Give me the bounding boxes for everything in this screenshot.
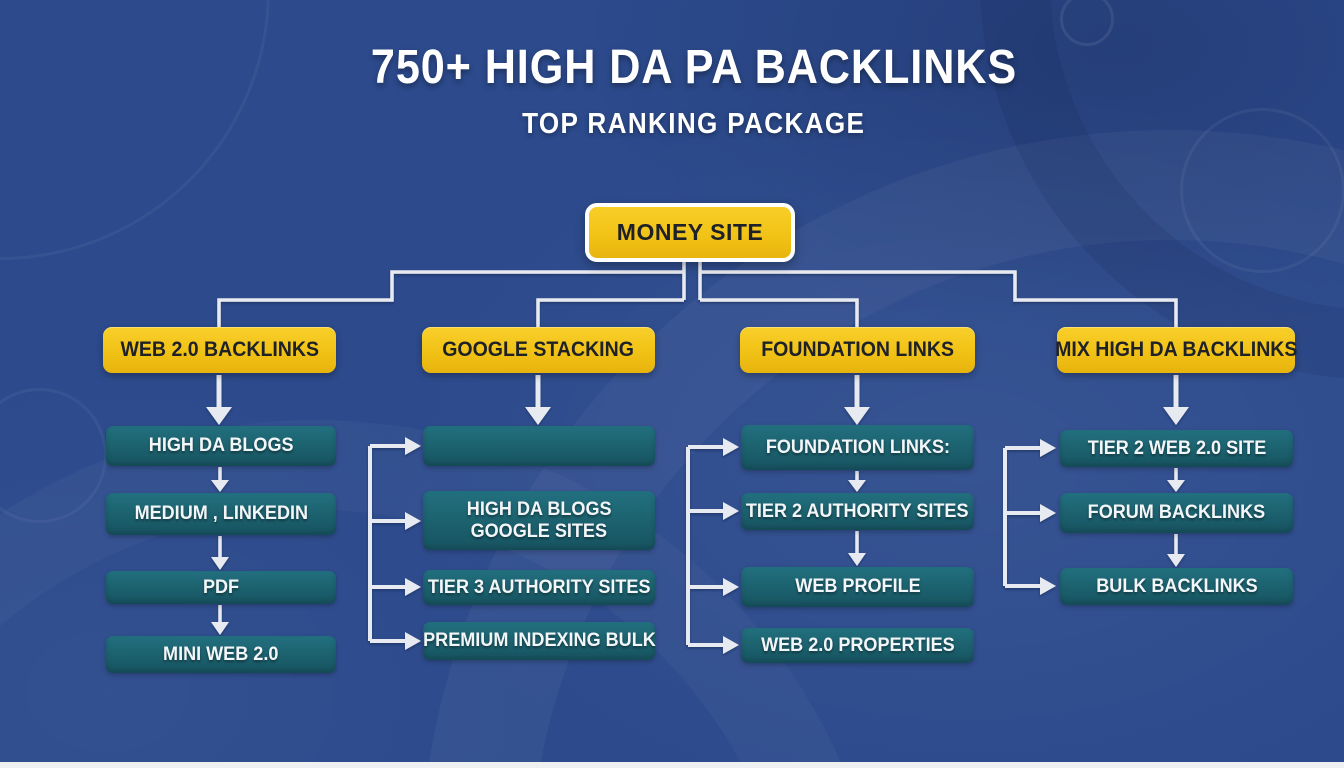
column1-step-arrows <box>211 467 229 635</box>
column3-bracket <box>686 438 739 654</box>
column4-bracket <box>1003 439 1056 595</box>
column3-step-arrows <box>848 471 866 566</box>
bottom-white-strip <box>0 762 1344 768</box>
node-money-site-label: MONEY SITE <box>616 219 764 245</box>
node-web-profile: WEB PROFILE <box>741 567 974 607</box>
column2-bracket <box>368 437 421 650</box>
node-medium-linkedin: MEDIUM , LINKEDIN <box>106 493 336 535</box>
node-tier2-authority-sites: TIER 2 AUTHORITY SITES <box>741 493 974 530</box>
page-title: 750+ HIGH DA PA BACKLINKS <box>370 41 1018 94</box>
branch-header-google-stacking: GOOGLE STACKING <box>422 327 655 373</box>
node-web20-properties: WEB 2.0 PROPERTIES <box>741 628 974 663</box>
node-high-da-blogs: HIGH DA BLOGS <box>106 426 336 466</box>
branch-header-foundation-links: FOUNDATION LINKS <box>740 327 975 373</box>
node-forum-backlinks: FORUM BACKLINKS <box>1060 493 1293 533</box>
node-premium-indexing-bulk: PREMIUM INDEXING BULK <box>423 622 655 660</box>
node-foundation-links: FOUNDATION LINKS: <box>741 425 974 470</box>
column4-step-arrows <box>1167 468 1185 567</box>
node-tier3-authority-sites: TIER 3 AUTHORITY SITES <box>423 570 655 605</box>
header-down-arrows <box>206 375 1189 425</box>
node-empty <box>423 426 655 466</box>
node-money-site: MONEY SITE <box>585 203 795 262</box>
title-block: 750+ HIGH DA PA BACKLINKS TOP RANKING PA… <box>22 40 1344 141</box>
page-subtitle: TOP RANKING PACKAGE <box>522 108 866 140</box>
branch-header-web20-backlinks: WEB 2.0 BACKLINKS <box>103 327 336 373</box>
node-mini-web20: MINI WEB 2.0 <box>106 636 336 673</box>
node-tier2-web20-site: TIER 2 WEB 2.0 SITE <box>1060 430 1293 467</box>
node-bulk-backlinks: BULK BACKLINKS <box>1060 568 1293 605</box>
branch-header-mix-high-da-backlinks: MIX HIGH DA BACKLINKS <box>1055 327 1297 373</box>
node-high-da-blogs-google-sites: HIGH DA BLOGS GOOGLE SITES <box>423 491 655 550</box>
tree-connectors <box>217 258 1178 329</box>
node-pdf: PDF <box>106 571 336 604</box>
